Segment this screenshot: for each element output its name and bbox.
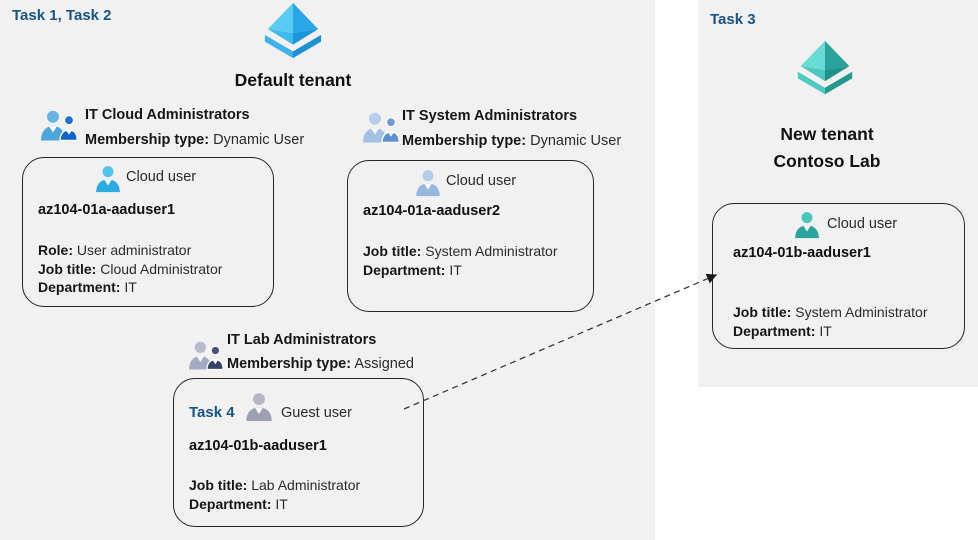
membership-value: Assigned (354, 356, 414, 372)
job-value: System Administrator (425, 243, 558, 259)
user-card: Cloud user az104-01a-aaduser2 Job title:… (347, 160, 594, 312)
azure-tenant-icon (264, 2, 322, 59)
job-label: Job title: (38, 260, 97, 277)
role-line: Role: User administrator (38, 241, 222, 260)
azure-tenant-icon-teal (797, 40, 853, 95)
membership-label: Membership type: (402, 133, 527, 149)
username: az104-01a-aaduser1 (38, 202, 176, 218)
new-tenant-label-line1: New tenant (780, 124, 874, 144)
new-tenant-label-line2: Contoso Lab (773, 151, 881, 171)
dept-line: Department: IT (733, 322, 928, 341)
role-label: Role: (38, 242, 73, 258)
user-card: Cloud user az104-01a-aaduser1 Role: User… (22, 157, 274, 307)
username: az104-01a-aaduser2 (363, 203, 501, 219)
dept-line: Department: IT (38, 278, 222, 297)
membership-value: Dynamic User (530, 133, 622, 149)
task-3-label: Task 3 (710, 11, 756, 28)
dept-line: Department: IT (363, 261, 558, 280)
group-icon (41, 110, 78, 141)
username: az104-01b-aaduser1 (189, 438, 327, 454)
user-type-label: Cloud user (446, 173, 517, 189)
dept-value: IT (449, 261, 462, 278)
user-details: Job title: Lab Administrator Department:… (189, 476, 360, 513)
user-details: Job title: System Administrator Departme… (733, 303, 928, 340)
guest-user-icon (246, 393, 272, 422)
group-title: IT Lab Administrators (227, 332, 377, 348)
membership-label: Membership type: (85, 132, 210, 148)
dept-value: IT (819, 322, 832, 339)
membership-label: Membership type: (227, 356, 352, 372)
dept-label: Department: (363, 261, 446, 278)
dept-label: Department: (189, 495, 272, 512)
group-membership: Membership type: Dynamic User (402, 133, 621, 149)
cloud-user-icon (795, 212, 819, 239)
role-value: User administrator (76, 242, 192, 258)
job-line: Job title: System Administrator (363, 242, 558, 261)
user-details: Role: User administrator Job title: Clou… (38, 241, 222, 297)
job-label: Job title: (189, 477, 248, 493)
cloud-user-icon (416, 170, 440, 197)
job-label: Job title: (363, 243, 422, 259)
group-membership: Membership type: Dynamic User (85, 132, 304, 148)
job-line: Job title: System Administrator (733, 303, 928, 322)
user-type-label: Cloud user (126, 169, 197, 185)
default-tenant-region (0, 0, 655, 540)
username: az104-01b-aaduser1 (733, 245, 871, 261)
group-icon (189, 341, 224, 370)
default-tenant-label: Default tenant (234, 70, 352, 90)
job-line: Job title: Cloud Administrator (38, 260, 222, 279)
dept-line: Department: IT (189, 495, 360, 514)
group-icon (363, 112, 400, 143)
dept-value: IT (275, 495, 288, 512)
group-title: IT Cloud Administrators (85, 107, 250, 123)
membership-value: Dynamic User (213, 132, 305, 148)
job-value: System Administrator (795, 304, 928, 320)
dept-value: IT (124, 279, 137, 295)
task-4-label: Task 4 (189, 404, 235, 421)
cloud-user-icon (96, 166, 120, 193)
job-label: Job title: (733, 304, 792, 320)
group-title: IT System Administrators (402, 108, 578, 124)
user-details: Job title: System Administrator Departme… (363, 242, 558, 279)
user-card: Task 4 Guest user az104-01b-aaduser1 Job… (173, 378, 424, 527)
user-type-label: Guest user (281, 405, 352, 421)
user-card: Cloud user az104-01b-aaduser1 Job title:… (712, 203, 965, 349)
dept-label: Department: (733, 322, 816, 339)
job-value: Cloud Administrator (100, 260, 223, 277)
job-line: Job title: Lab Administrator (189, 476, 360, 495)
dept-label: Department: (38, 279, 121, 295)
job-value: Lab Administrator (251, 477, 361, 493)
user-type-label: Cloud user (827, 216, 898, 232)
group-membership: Membership type: Assigned (227, 356, 414, 372)
task-1-2-label: Task 1, Task 2 (12, 7, 112, 24)
